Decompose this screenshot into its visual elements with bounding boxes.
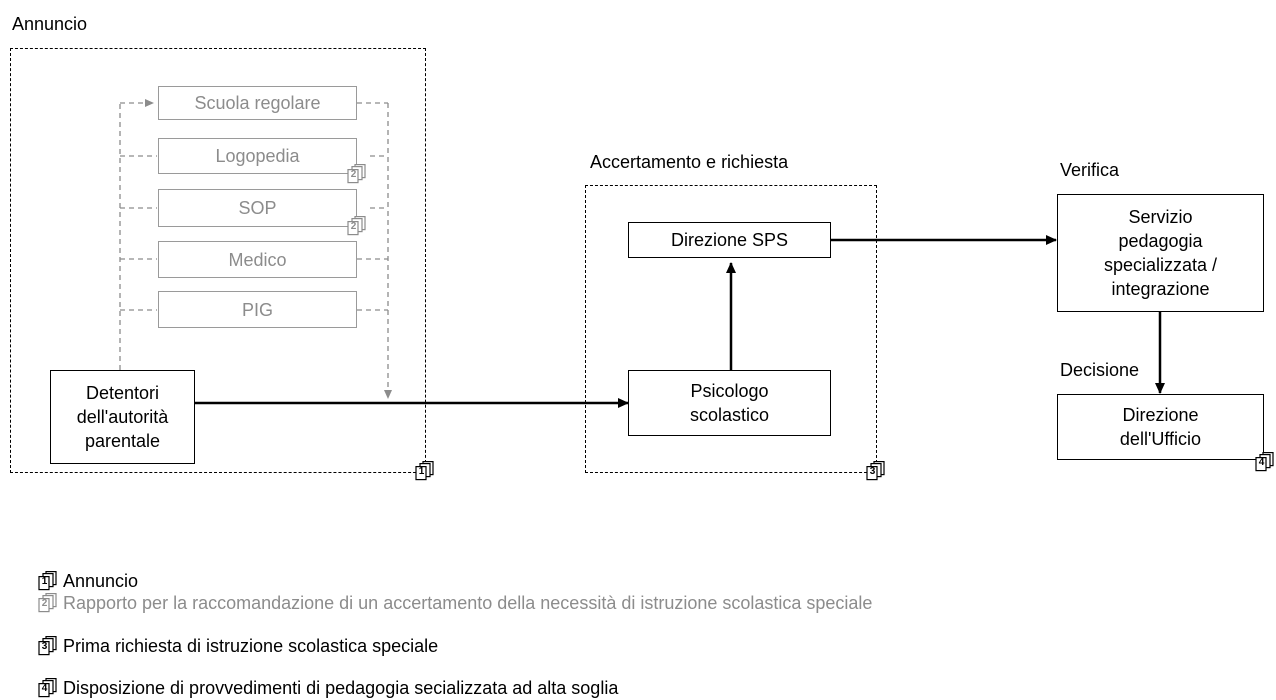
section-label-decisione: Decisione	[1060, 360, 1140, 380]
doc-badge-number: 3	[869, 466, 876, 477]
legend-text: Disposizione di provvedimenti di pedagog…	[63, 677, 619, 698]
document-stack-icon: 2	[38, 593, 57, 613]
doc-badge-number: 4	[1258, 457, 1265, 468]
legend-number: 4	[41, 683, 48, 694]
legend-number: 3	[41, 641, 48, 652]
legend-item-1: 1 Annuncio	[38, 569, 138, 593]
document-stack-icon: 4	[38, 678, 57, 698]
document-stack-icon-accertamento: 3	[866, 461, 885, 481]
node-pig: PIG	[158, 291, 357, 328]
annuncio-group	[10, 48, 426, 473]
legend-number: 1	[41, 576, 48, 587]
legend-number: 2	[41, 598, 48, 609]
doc-badge-number: 2	[350, 169, 357, 180]
document-stack-icon-annuncio: 1	[415, 461, 434, 481]
node-sop: SOP	[158, 189, 357, 227]
legend-text: Prima richiesta di istruzione scolastica…	[63, 635, 439, 656]
node-scuola-regolare: Scuola regolare	[158, 86, 357, 120]
doc-badge-number: 1	[418, 466, 425, 477]
doc-badge-number: 2	[350, 221, 357, 232]
node-direzione-ufficio: Direzione dell'Ufficio	[1057, 394, 1264, 460]
legend-text: Rapporto per la raccomandazione di un ac…	[63, 592, 873, 613]
node-medico: Medico	[158, 241, 357, 278]
node-servizio-pedagogia: Servizio pedagogia specializzata / integ…	[1057, 194, 1264, 312]
legend-item-2: 2 Rapporto per la raccomandazione di un …	[38, 591, 872, 615]
document-stack-icon: 3	[38, 636, 57, 656]
document-stack-icon-sop: 2	[347, 216, 366, 236]
node-psicologo: Psicologo scolastico	[628, 370, 831, 436]
document-stack-icon-direzione-ufficio: 4	[1255, 452, 1274, 472]
section-label-accertamento: Accertamento e richiesta	[590, 152, 789, 172]
legend-item-4: 4 Disposizione di provvedimenti di pedag…	[38, 676, 618, 700]
section-label-verifica: Verifica	[1060, 160, 1120, 180]
accertamento-group	[585, 185, 877, 473]
section-label-annuncio: Annuncio	[12, 14, 88, 34]
document-stack-icon: 1	[38, 571, 57, 591]
legend-text: Annuncio	[63, 570, 139, 591]
node-direzione-sps: Direzione SPS	[628, 222, 831, 258]
node-detentori: Detentori dell'autorità parentale	[50, 370, 195, 464]
document-stack-icon-logopedia: 2	[347, 164, 366, 184]
legend-item-3: 3 Prima richiesta di istruzione scolasti…	[38, 634, 438, 658]
node-logopedia: Logopedia	[158, 138, 357, 174]
